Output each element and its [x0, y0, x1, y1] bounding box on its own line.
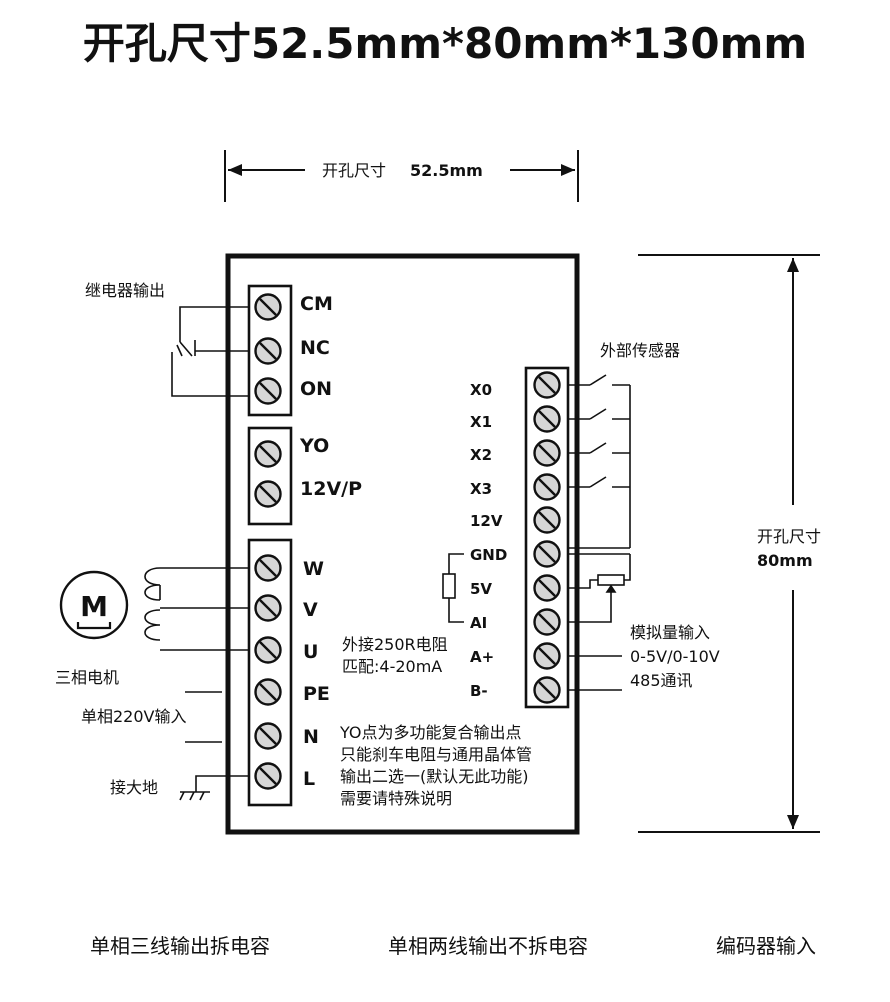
yo-note-line: 输出二选一(默认无此功能)	[340, 767, 529, 786]
width-dim-label: 开孔尺寸	[322, 161, 386, 180]
height-dim-label: 开孔尺寸	[757, 527, 821, 546]
single-phase-input-label: 单相220V输入	[81, 707, 187, 726]
page-title: 开孔尺寸52.5mm*80mm*130mm	[82, 19, 808, 68]
pin-label: 12V/P	[300, 478, 362, 500]
bottom-label-encoder: 编码器输入	[716, 934, 816, 958]
motor-label: 三相电机	[55, 668, 119, 687]
yo-note-line: YO点为多功能复合输出点	[339, 723, 522, 742]
analog-input-label: 模拟量输入	[630, 623, 710, 642]
pin-label: N	[303, 726, 319, 748]
yo-note-line: 需要请特殊说明	[340, 789, 452, 808]
pin-label: NC	[300, 337, 330, 359]
sensor-switch-icon	[567, 374, 631, 555]
height-dim-value: 80mm	[757, 551, 813, 570]
pin-label: 12V	[470, 512, 503, 530]
controller-enclosure	[225, 253, 580, 835]
pin-label: 5V	[470, 580, 492, 598]
pin-labels-left: CM NC ON YO 12V/P W V U PE N L	[299, 293, 362, 790]
pin-label: U	[303, 641, 318, 663]
ground-label: 接大地	[110, 778, 158, 797]
height-dimension: 开孔尺寸 80mm	[638, 254, 821, 833]
motor-symbol: M	[80, 590, 108, 623]
terminal-block-io	[524, 366, 570, 709]
width-dim-value: 52.5mm	[410, 161, 483, 180]
yo-note-line: 只能刹车电阻与通用晶体管	[340, 745, 532, 764]
screw-terminals-left	[254, 293, 282, 790]
external-sensor-label: 外部传感器	[600, 341, 680, 360]
pin-label: YO	[299, 435, 329, 457]
screw-terminals-right	[533, 371, 561, 704]
motor-icon: M	[59, 570, 129, 640]
analog-range-label: 0-5V/0-10V	[630, 647, 720, 666]
pin-label: B-	[470, 682, 488, 700]
relay-output-label: 继电器输出	[85, 281, 165, 300]
potentiometer-icon	[567, 554, 631, 623]
ground-icon	[179, 775, 250, 801]
pin-label: A+	[470, 648, 494, 666]
pin-label: GND	[470, 546, 507, 564]
terminal-block-yo	[247, 426, 293, 526]
pin-label: AI	[470, 614, 487, 632]
pin-label: W	[303, 558, 324, 580]
width-dimension: 开孔尺寸 52.5mm	[224, 150, 579, 202]
relay-switch-icon	[171, 306, 250, 397]
pin-label: X2	[470, 446, 492, 464]
pin-labels-right: X0 X1 X2 X3 12V GND 5V AI A+ B-	[470, 381, 507, 700]
pin-label: X0	[470, 381, 492, 399]
terminal-block-power	[247, 538, 293, 807]
pin-label: X3	[470, 480, 492, 498]
pin-label: L	[303, 768, 315, 790]
pin-label: CM	[300, 293, 333, 315]
resistor-icon	[442, 553, 464, 623]
resistor-note-line: 外接250R电阻	[342, 635, 448, 654]
comm-label: 485通讯	[630, 671, 693, 690]
bottom-label-three-wire: 单相三线输出拆电容	[90, 934, 270, 958]
motor-coil-wires	[144, 567, 250, 651]
pin-label: V	[303, 599, 318, 621]
bottom-label-two-wire: 单相两线输出不拆电容	[388, 934, 588, 958]
pin-label: ON	[300, 378, 332, 400]
resistor-note-line: 匹配:4-20mA	[342, 657, 442, 676]
pin-label: X1	[470, 413, 492, 431]
pin-label: PE	[303, 683, 330, 705]
